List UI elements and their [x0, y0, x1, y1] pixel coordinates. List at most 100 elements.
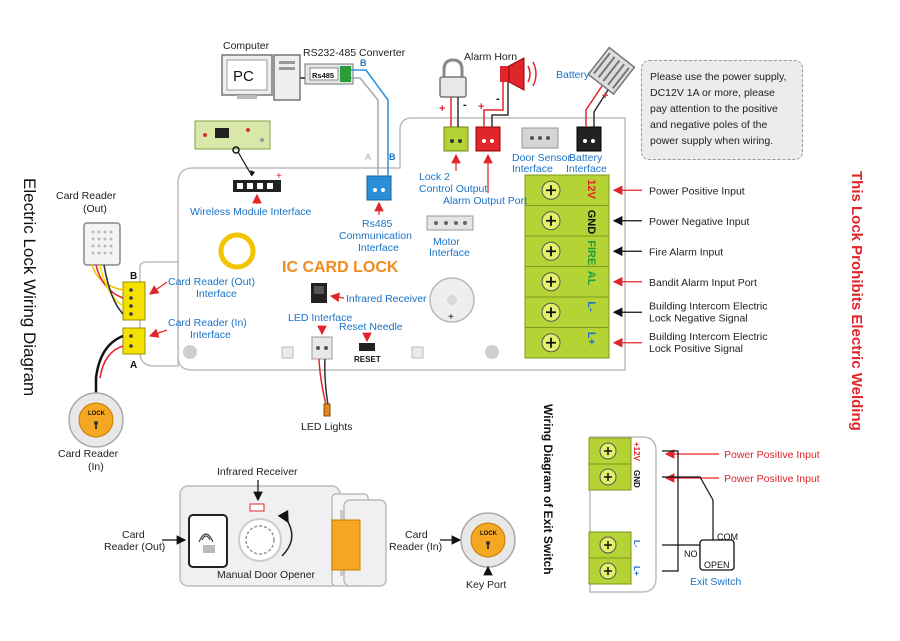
terminal-code: 12V — [585, 179, 597, 199]
svg-text:Power Positive Input: Power Positive Input — [724, 473, 820, 485]
svg-text:LOCK: LOCK — [88, 411, 106, 417]
power-supply-note: Please use the power supply, DC12V 1A or… — [641, 60, 803, 160]
rotate-arrow-icon — [277, 509, 293, 557]
alarm-horn-icon — [500, 57, 537, 91]
svg-text:Lock 2: Lock 2 — [419, 171, 450, 183]
svg-text:B: B — [130, 271, 137, 282]
svg-text:+: + — [276, 171, 282, 182]
rs485-connector — [366, 175, 392, 201]
terminal-screw-cross — [546, 337, 556, 348]
svg-text:Interface: Interface — [566, 163, 607, 175]
svg-text:Interface: Interface — [358, 242, 399, 254]
svg-text:+: + — [439, 103, 445, 115]
svg-text:Infrared Receiver: Infrared Receiver — [217, 466, 298, 478]
infrared-window — [249, 503, 265, 512]
led-light — [323, 403, 331, 417]
lock2-connector — [443, 126, 469, 152]
svg-text:-: - — [496, 93, 500, 105]
svg-text:GND: GND — [632, 470, 641, 488]
svg-text:B: B — [360, 58, 367, 68]
svg-text:Infrared Receiver: Infrared Receiver — [346, 293, 427, 305]
battery-connector — [576, 126, 602, 152]
terminal-code: L+ — [585, 332, 597, 345]
terminal-desc: Lock Positive Signal — [649, 343, 743, 355]
svg-text:Interface: Interface — [512, 163, 553, 175]
terminal-screw-cross — [546, 276, 556, 287]
alarm-horn-label: Alarm Horn — [464, 51, 517, 63]
svg-text:+12V: +12V — [632, 442, 641, 462]
terminal-code: L- — [585, 301, 597, 312]
svg-text:Reader (Out): Reader (Out) — [104, 541, 165, 553]
svg-text:Motor: Motor — [433, 236, 460, 248]
mount-hole — [183, 345, 197, 359]
wireless-module-board — [194, 120, 271, 150]
terminal-desc: Building Intercom Electric — [649, 331, 767, 343]
terminal-desc: Lock Negative Signal — [649, 312, 748, 324]
battery-label: Battery — [556, 69, 590, 81]
led-connector — [311, 336, 333, 360]
left-title: Electric Lock Wiring Diagram — [20, 178, 39, 396]
svg-text:Door Sensor: Door Sensor — [512, 152, 571, 164]
rfid-icon — [198, 533, 214, 543]
led-lights-label: LED Lights — [301, 421, 352, 433]
lock-bolt — [331, 519, 361, 571]
terminal-desc: Fire Alarm Input — [649, 246, 723, 258]
card-slot — [188, 514, 228, 568]
svg-text:+: + — [478, 101, 484, 113]
svg-text:NO: NO — [684, 549, 698, 559]
svg-text:PC: PC — [233, 68, 254, 85]
svg-text:Reset Needle: Reset Needle — [339, 321, 403, 333]
svg-text:Interface: Interface — [190, 329, 231, 341]
svg-text:Reader (In): Reader (In) — [389, 541, 442, 553]
svg-text:+: + — [602, 90, 608, 102]
terminal-desc: Bandit Alarm Input Port — [649, 277, 757, 289]
svg-text:Card: Card — [122, 529, 145, 541]
card-reader-out-connector — [122, 281, 146, 321]
svg-text:Card Reader (In): Card Reader (In) — [168, 317, 247, 329]
terminal-desc: Building Intercom Electric — [649, 300, 767, 312]
terminal-code: AL — [585, 271, 597, 286]
svg-text:Rs485: Rs485 — [312, 71, 334, 80]
svg-text:Control Output: Control Output — [419, 183, 487, 195]
mount-hole — [485, 345, 499, 359]
svg-text:(Out): (Out) — [83, 203, 107, 215]
motor-connector — [426, 215, 474, 231]
svg-text:L+: L+ — [632, 566, 641, 576]
svg-text:LOCK: LOCK — [480, 531, 498, 537]
terminal-screw-cross — [546, 215, 556, 226]
svg-text:OPEN: OPEN — [704, 560, 730, 570]
terminal-desc: Power Negative Input — [649, 216, 749, 228]
svg-text:Interface: Interface — [196, 288, 237, 300]
svg-text:L-: L- — [632, 540, 641, 548]
svg-text:(In): (In) — [88, 461, 104, 473]
battery-icon — [587, 46, 636, 96]
svg-text:Card Reader: Card Reader — [56, 190, 117, 202]
alarm-output-connector — [475, 126, 501, 152]
converter-label: RS232-485 Converter — [303, 47, 406, 59]
svg-text:-: - — [463, 99, 467, 111]
wireless-module-label: Wireless Module Interface — [190, 206, 312, 218]
svg-text:+: + — [448, 312, 454, 323]
svg-text:Exit Switch: Exit Switch — [690, 576, 742, 588]
svg-text:Card Reader (Out): Card Reader (Out) — [168, 276, 255, 288]
svg-text:A: A — [365, 152, 371, 162]
svg-text:B: B — [389, 152, 396, 162]
computer-label: Computer — [223, 40, 270, 52]
svg-text:Battery: Battery — [569, 152, 603, 164]
board-title: IC CARD LOCK — [282, 259, 399, 276]
svg-text:LED Interface: LED Interface — [288, 312, 352, 324]
terminal-code: FIRE — [585, 240, 597, 265]
reset-needle — [359, 343, 375, 351]
card-reader-in-connector — [122, 327, 146, 355]
terminal-screw-cross — [546, 307, 556, 318]
exit-title: Wiring Diagram of Exit Switch — [541, 404, 555, 575]
svg-text:COM: COM — [717, 532, 738, 542]
svg-text:Interface: Interface — [429, 247, 470, 259]
svg-text:Power Positive Input: Power Positive Input — [724, 449, 820, 461]
svg-text:Card Reader: Card Reader — [58, 448, 119, 460]
svg-text:A: A — [130, 360, 137, 371]
terminal-code: GND — [585, 210, 597, 235]
